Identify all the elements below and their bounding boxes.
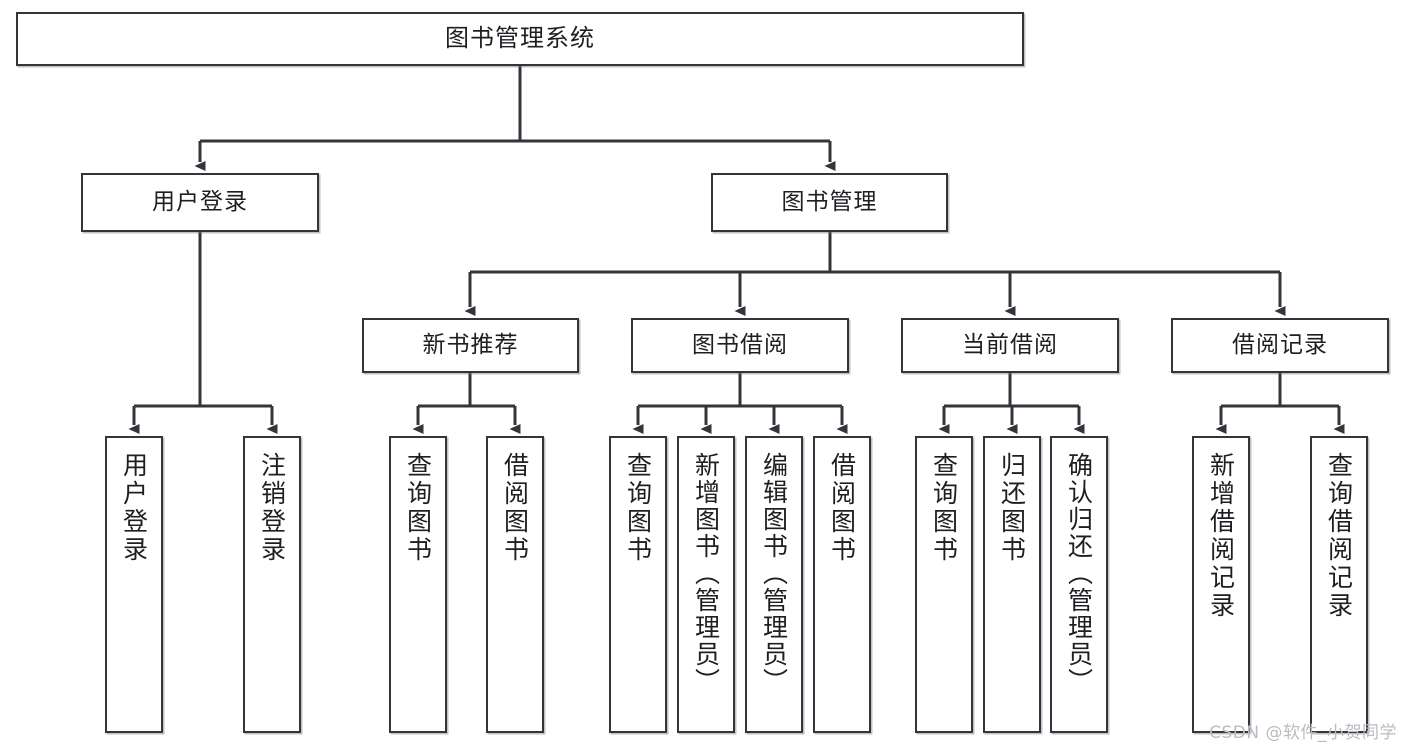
leaf-add-record-label: 新增借阅记录	[1206, 452, 1236, 620]
node-new-book-recommend[interactable]: 新书推荐	[362, 318, 579, 373]
leaf-add-book[interactable]: 新增图书（管理员）	[677, 436, 735, 733]
leaf-query-book-1[interactable]: 查询图书	[389, 436, 447, 733]
leaf-return-book[interactable]: 归还图书	[983, 436, 1041, 733]
node-book-borrow[interactable]: 图书借阅	[631, 318, 849, 373]
leaf-query-book-1-label: 查询图书	[403, 452, 433, 564]
node-user-login-label: 用户登录	[152, 189, 248, 216]
node-new-book-recommend-label: 新书推荐	[422, 332, 519, 359]
leaf-query-book-2-label: 查询图书	[623, 452, 653, 564]
leaf-query-record[interactable]: 查询借阅记录	[1310, 436, 1368, 733]
leaf-query-book-2[interactable]: 查询图书	[609, 436, 667, 733]
node-book-borrow-label: 图书借阅	[692, 332, 788, 359]
node-root[interactable]: 图书管理系统	[16, 12, 1024, 66]
leaf-return-book-label: 归还图书	[997, 452, 1027, 564]
leaf-edit-book[interactable]: 编辑图书（管理员）	[745, 436, 803, 733]
node-book-management-label: 图书管理	[781, 189, 878, 216]
csdn-watermark: CSDN @软件_小贺同学	[1209, 723, 1397, 743]
node-borrow-record-label: 借阅记录	[1232, 332, 1328, 359]
node-borrow-record[interactable]: 借阅记录	[1171, 318, 1389, 373]
leaf-add-record[interactable]: 新增借阅记录	[1192, 436, 1250, 733]
leaf-query-book-3[interactable]: 查询图书	[915, 436, 973, 733]
leaf-query-record-label: 查询借阅记录	[1324, 452, 1354, 620]
node-book-management[interactable]: 图书管理	[711, 173, 948, 232]
leaf-borrow-book-1-label: 借阅图书	[500, 452, 530, 564]
leaf-query-book-3-label: 查询图书	[929, 452, 959, 564]
node-current-borrow-label: 当前借阅	[962, 332, 1058, 359]
leaf-user-login[interactable]: 用户登录	[105, 436, 163, 733]
leaf-confirm-return-label: 确认归还（管理员）	[1064, 452, 1094, 695]
node-current-borrow[interactable]: 当前借阅	[901, 318, 1119, 373]
leaf-confirm-return[interactable]: 确认归还（管理员）	[1050, 436, 1108, 733]
leaf-edit-book-label: 编辑图书（管理员）	[759, 452, 789, 695]
leaf-logout[interactable]: 注销登录	[243, 436, 301, 733]
leaf-logout-label: 注销登录	[257, 452, 287, 564]
leaf-borrow-book-2[interactable]: 借阅图书	[813, 436, 871, 733]
node-root-label: 图书管理系统	[445, 24, 595, 53]
leaf-add-book-label: 新增图书（管理员）	[691, 452, 721, 695]
node-user-login[interactable]: 用户登录	[81, 173, 319, 232]
leaf-user-login-label: 用户登录	[119, 452, 149, 564]
leaf-borrow-book-2-label: 借阅图书	[827, 452, 857, 564]
leaf-borrow-book-1[interactable]: 借阅图书	[486, 436, 544, 733]
